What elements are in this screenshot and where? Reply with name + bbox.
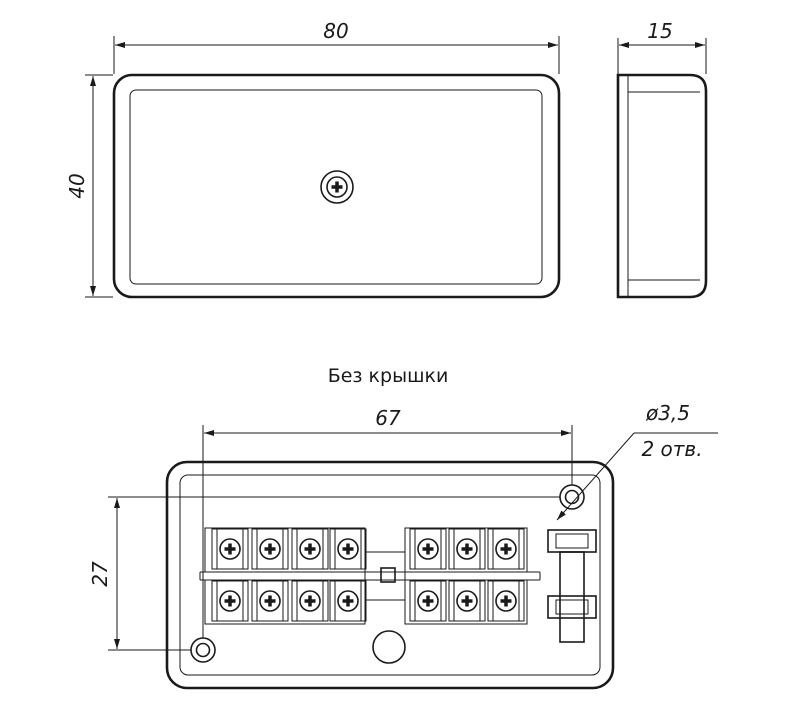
terminal-screw-icon xyxy=(449,581,485,621)
terminal-screw-icon xyxy=(252,529,288,569)
mounting-hole-bottom-left xyxy=(190,637,216,663)
depth-dimension: 15 xyxy=(617,19,707,74)
width-dimension-label: 80 xyxy=(323,19,348,43)
front-view: 80 40 xyxy=(65,19,561,299)
lid-inner-outline xyxy=(129,89,543,285)
terminal-screw-icon xyxy=(252,581,288,621)
cable-clamp xyxy=(547,529,597,643)
lid-outline xyxy=(112,73,561,299)
side-view: 15 xyxy=(616,19,708,299)
terminal-screw-row-top xyxy=(212,529,524,569)
hole-spacing-label: 67 xyxy=(375,406,401,430)
bottom-view: 67 27 ø3,5 2 отв. xyxy=(88,401,718,690)
terminal-screw-icon xyxy=(488,529,524,569)
terminal-screw-icon xyxy=(410,529,446,569)
hole-diameter-leader: ø3,5 2 отв. xyxy=(556,401,718,521)
cable-entry-hole xyxy=(372,630,406,664)
bottom-view-caption: Без крышки xyxy=(328,365,449,387)
terminal-screw-icon xyxy=(292,529,328,569)
terminal-screw-row-bottom xyxy=(212,581,524,621)
center-square xyxy=(380,567,396,583)
lid-screw-icon xyxy=(320,170,354,204)
terminal-screw-icon xyxy=(410,581,446,621)
terminal-screw-icon xyxy=(212,529,248,569)
terminal-screw-icon xyxy=(449,529,485,569)
side-outline xyxy=(616,73,708,299)
width-dimension: 80 xyxy=(113,19,560,74)
height-dimension: 40 xyxy=(65,74,113,298)
vertical-spacing-label: 27 xyxy=(88,561,112,587)
depth-dimension-label: 15 xyxy=(647,19,672,43)
base-outline xyxy=(165,460,615,690)
vertical-spacing-dimension: 27 xyxy=(88,496,560,651)
terminal-screw-icon xyxy=(330,529,366,569)
terminal-block xyxy=(199,527,541,625)
hole-count-label: 2 отв. xyxy=(641,437,702,461)
terminal-screw-icon xyxy=(330,581,366,621)
terminal-screw-icon xyxy=(488,581,524,621)
base-inner-outline xyxy=(179,474,601,676)
hole-diameter-label: ø3,5 xyxy=(645,401,690,425)
terminal-screw-icon xyxy=(212,581,248,621)
mounting-hole-top-right xyxy=(559,484,585,510)
terminal-screw-icon xyxy=(292,581,328,621)
hole-spacing-dimension: 67 xyxy=(202,406,573,638)
height-dimension-label: 40 xyxy=(65,173,89,198)
